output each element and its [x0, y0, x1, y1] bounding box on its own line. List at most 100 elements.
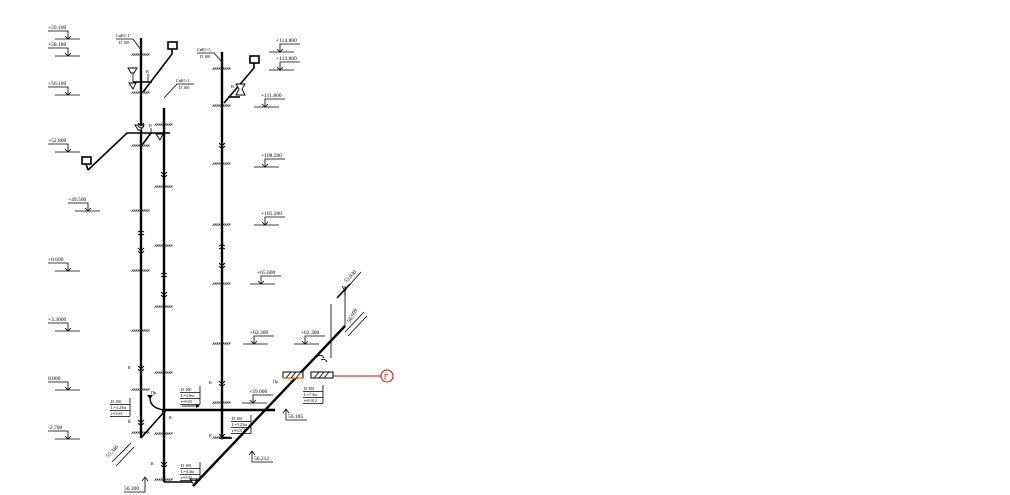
elevation-value: +62.300: [301, 330, 319, 336]
floor-slab: [212, 104, 231, 108]
elevation-value: +65.600: [257, 270, 275, 276]
toilet-icon: [235, 83, 246, 96]
pipe-spec-d: D 100: [304, 386, 314, 391]
pipe-break-icon: [218, 244, 226, 250]
revision-fitting-icon: [160, 171, 168, 178]
upper-fixture-branch-3: В: [223, 55, 260, 104]
revision-fitting-icon: [218, 262, 226, 269]
vent-label: В: [231, 84, 234, 89]
diagonal-mark-55346: 55.346: [105, 442, 135, 467]
vent-label: В: [146, 69, 149, 74]
section-marker: Г: [333, 369, 394, 383]
elevation-value: +58.100: [48, 42, 66, 48]
elevation-mark: +65.600: [250, 270, 281, 285]
elevation-value: +56.100: [48, 81, 66, 87]
elevation-value: +105.200: [261, 211, 282, 217]
revision-fitting-icon: [137, 122, 145, 129]
elevation-value: +59.000: [249, 389, 267, 395]
ground-mark-56300: 56.300: [124, 476, 149, 493]
elevation-mark: +3.3000: [48, 317, 80, 332]
elevation-mark: +56.100: [48, 81, 80, 96]
pipe-spec-i: i=0.03: [181, 399, 192, 404]
elevation-mark: +52.800: [48, 138, 80, 153]
riser-label-snk1-2: СнК1-2 D 100: [163, 78, 194, 99]
cleanout-label: Пр: [273, 379, 278, 384]
pipe-spec-i: i=0.03: [111, 411, 122, 416]
elevation-value: +108.500: [261, 153, 282, 159]
cleanout-label: Пр: [151, 390, 156, 395]
pipe-spec-l: L=4.4м: [181, 469, 194, 474]
floor-drain-icon: [249, 55, 260, 64]
elevation-mark: +113.800: [269, 56, 300, 71]
revision-fitting-icon: [160, 291, 168, 298]
elevation-mark: +6.600: [48, 257, 80, 272]
pipe-break-icon: [137, 230, 145, 236]
elevation-value: 0.000: [48, 376, 61, 382]
outlet-branch-1: Пр R: [140, 390, 275, 439]
svg-text:56.300: 56.300: [124, 486, 139, 492]
elevation-mark: -2.700: [48, 425, 80, 440]
riser-diameter: D 100: [200, 54, 210, 59]
riser-diameter: D 100: [119, 40, 129, 45]
svg-text:56.212: 56.212: [254, 456, 269, 462]
elevation-mark: +58.100: [48, 42, 80, 57]
elevation-mark: +62.300: [243, 330, 274, 345]
revision-fitting-icon: R: [128, 419, 145, 426]
riser-label-snk1-3: СнК1-3 D 100: [197, 47, 223, 63]
riser-label-snk1-1: СнК1-1 D 100: [116, 33, 142, 51]
washbasin-icon: [127, 67, 138, 74]
revision-label: R: [151, 461, 154, 466]
revision-fitting-icon: R: [209, 380, 226, 387]
revision-label: R: [169, 415, 172, 420]
elevation-value: -2.700: [48, 425, 62, 431]
riser-name: СнК1-1: [116, 33, 129, 38]
pipe-spec-l: L=3.8м: [181, 393, 194, 398]
pipe-spec-d: D 100: [181, 387, 191, 392]
elevation-mark: +108.500: [254, 153, 285, 168]
revision-fitting-icon: R: [151, 461, 168, 468]
elevation-mark: +49.500: [68, 197, 100, 212]
elevation-mark: +114.800: [269, 38, 300, 53]
revision-label: R: [209, 433, 212, 438]
diagonal-mark-56099: 56.099: [347, 308, 360, 324]
vent-label: В: [149, 123, 152, 128]
ground-mark-56185: 56.185: [282, 408, 307, 421]
floor-drain-icon: [167, 41, 178, 50]
pipe-spec-d: D 100: [111, 399, 121, 404]
elevation-mark: +59.100: [48, 25, 80, 40]
floor-drain-icon: [81, 156, 92, 165]
svg-text:55.346: 55.346: [105, 444, 120, 459]
elevation-value: +49.500: [68, 197, 86, 203]
cleanout-icon: [149, 397, 165, 411]
main-collector: [192, 325, 346, 487]
elevation-mark: 0.000: [48, 376, 80, 391]
section-marker-label: Г: [384, 373, 389, 382]
floor-slab-hatches: [131, 53, 231, 482]
wall-penetration: Пр: [273, 371, 334, 384]
elevation-mark: +59.000: [242, 389, 273, 404]
riser-name: СнК1-2: [176, 78, 189, 83]
revision-fitting-icon: [137, 247, 145, 254]
floor-slab: [212, 162, 231, 166]
trap-icon: [128, 82, 137, 90]
pipe-break-icon: [160, 272, 168, 278]
ground-mark-56212: 56.212: [248, 450, 273, 463]
elevation-value: +113.800: [276, 56, 297, 62]
right-elevation-marks: +114.800+113.800+111.800+108.500+105.200…: [242, 38, 325, 404]
revision-label: R: [128, 419, 131, 424]
pipe-spec-i: i=0.03: [181, 475, 192, 480]
upper-fixture-branch-1: В: [127, 41, 178, 93]
elevation-value: +3.3000: [48, 317, 66, 323]
revision-label: R: [209, 380, 212, 385]
riser-name: СнК1-3: [197, 47, 210, 52]
pipe-spec-l: L=3.23м: [111, 405, 126, 410]
pipe-spec-d: D 100: [181, 463, 191, 468]
trap-icon: [155, 133, 164, 141]
revision-fitting-icon: R: [128, 365, 145, 372]
